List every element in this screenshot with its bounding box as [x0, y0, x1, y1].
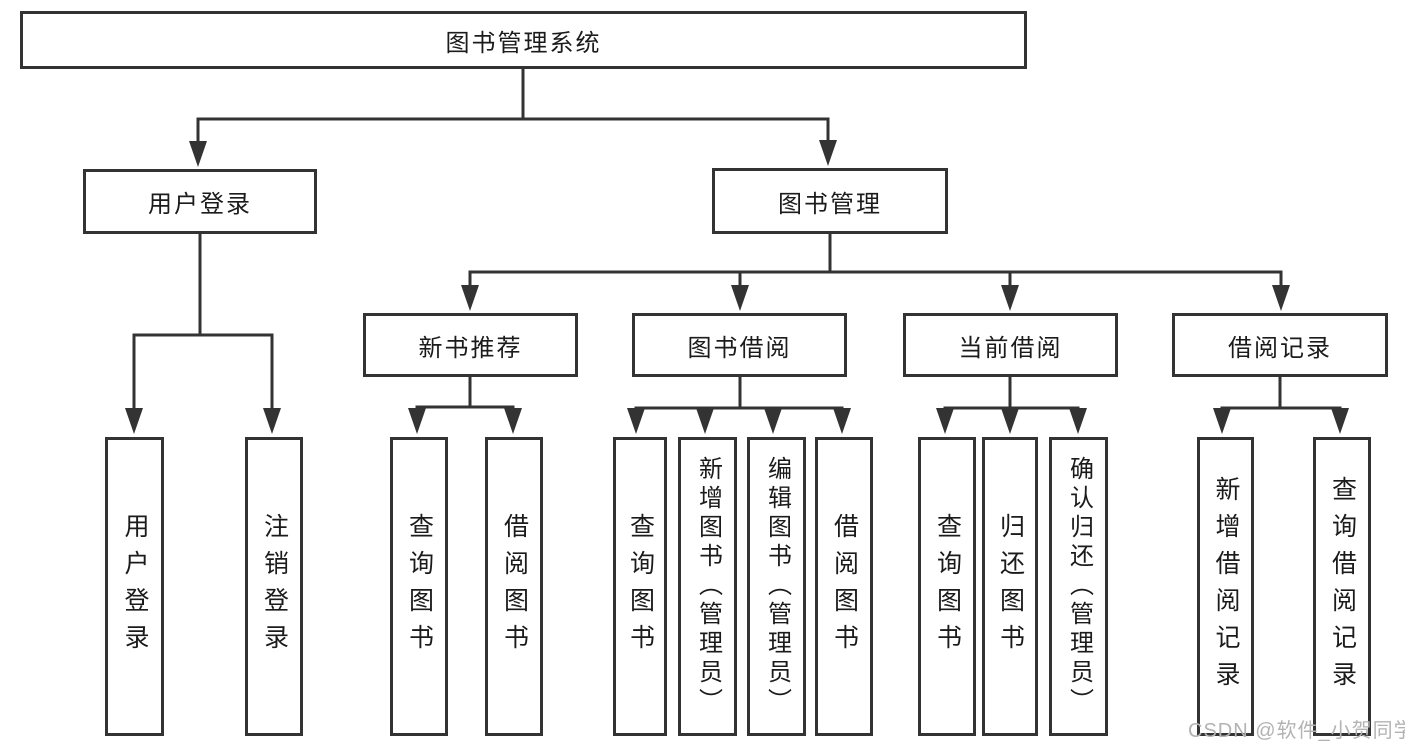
leaf-bb-edit-books-admin-label: 编辑图书（管理员） [763, 456, 791, 717]
leaf-bb-borrow-books-label: 借阅图书 [830, 512, 859, 661]
leaf-bb-edit-books-admin: 编辑图书（管理员） [747, 437, 806, 736]
leaf-cb-confirm-return-admin: 确认归还（管理员） [1049, 437, 1108, 736]
node-library-management-system: 图书管理系统 [20, 11, 1027, 69]
leaf-nb-borrow-books-label: 借阅图书 [500, 512, 529, 661]
leaf-nb-borrow-books: 借阅图书 [485, 437, 543, 736]
connector-arrowheads [125, 140, 1349, 434]
leaf-bb-borrow-books: 借阅图书 [815, 437, 873, 736]
node-current-borrowing: 当前借阅 [903, 313, 1118, 377]
leaf-br-add-borrow-record: 新增借阅记录 [1197, 437, 1254, 736]
leaf-cb-confirm-return-admin-label: 确认归还（管理员） [1065, 456, 1093, 717]
node-new-book-recommendation: 新书推荐 [363, 313, 578, 377]
leaf-user-login-label: 用户登录 [121, 512, 149, 661]
leaf-bb-query-books: 查询图书 [613, 437, 667, 736]
leaf-logout: 注销登录 [245, 437, 303, 736]
leaf-bb-add-books-admin: 新增图书（管理员） [678, 437, 737, 736]
leaf-bb-query-books-label: 查询图书 [626, 512, 655, 661]
node-user-login: 用户登录 [83, 169, 317, 234]
node-book-management: 图书管理 [712, 168, 948, 234]
leaf-br-query-borrow-record: 查询借阅记录 [1313, 437, 1371, 736]
leaf-br-query-borrow-record-label: 查询借阅记录 [1328, 475, 1357, 698]
leaf-bb-add-books-admin-label: 新增图书（管理员） [694, 456, 722, 717]
leaf-nb-query-books: 查询图书 [390, 437, 448, 736]
watermark: CSDN @软件_小贺同学 [1188, 720, 1405, 742]
leaf-logout-label: 注销登录 [260, 512, 289, 661]
node-book-borrowing: 图书借阅 [632, 313, 847, 377]
leaf-cb-return-books-label: 归还图书 [996, 512, 1025, 661]
leaf-user-login: 用户登录 [105, 437, 164, 736]
leaf-cb-query-books: 查询图书 [918, 437, 976, 736]
leaf-cb-query-books-label: 查询图书 [933, 512, 962, 661]
leaf-nb-query-books-label: 查询图书 [405, 512, 434, 661]
node-borrowing-records: 借阅记录 [1172, 313, 1388, 377]
leaf-br-add-borrow-record-label: 新增借阅记录 [1212, 475, 1240, 698]
leaf-cb-return-books: 归还图书 [982, 437, 1038, 736]
